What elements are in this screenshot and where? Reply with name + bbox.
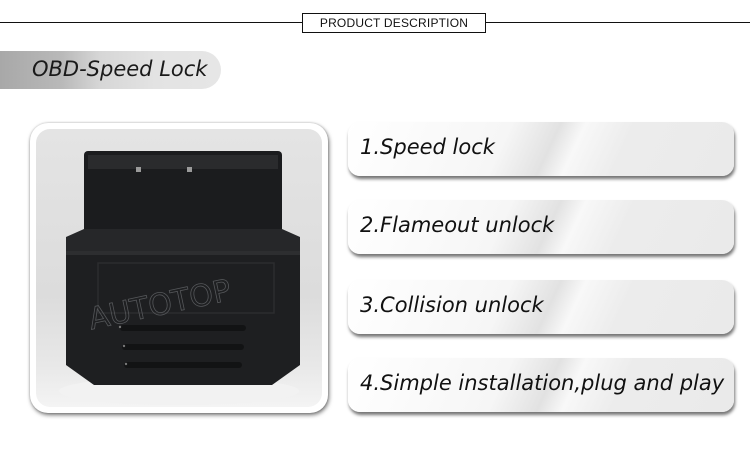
product-title: OBD-Speed Lock [32,57,208,81]
feature-label: 4.Simple installation,plug and play [360,371,725,395]
header-rule-left [0,22,302,23]
feature-label: 3.Collision unlock [360,293,544,317]
feature-item-plug-and-play: 4.Simple installation,plug and play [348,358,734,412]
header-rule-right [486,22,750,23]
feature-item-collision-unlock: 3.Collision unlock [348,280,734,334]
obd-device-icon: AUTOTOP [59,151,300,405]
product-image: AUTOTOP [36,129,322,407]
feature-label: 1.Speed lock [360,135,495,159]
product-image-frame: AUTOTOP [30,123,328,413]
feature-item-flameout-unlock: 2.Flameout unlock [348,200,734,254]
feature-label: 2.Flameout unlock [360,213,555,237]
section-header: PRODUCT DESCRIPTION [302,13,486,33]
product-title-banner: OBD-Speed Lock [0,51,221,89]
feature-item-speed-lock: 1.Speed lock [348,122,734,176]
section-header-label: PRODUCT DESCRIPTION [319,16,469,30]
